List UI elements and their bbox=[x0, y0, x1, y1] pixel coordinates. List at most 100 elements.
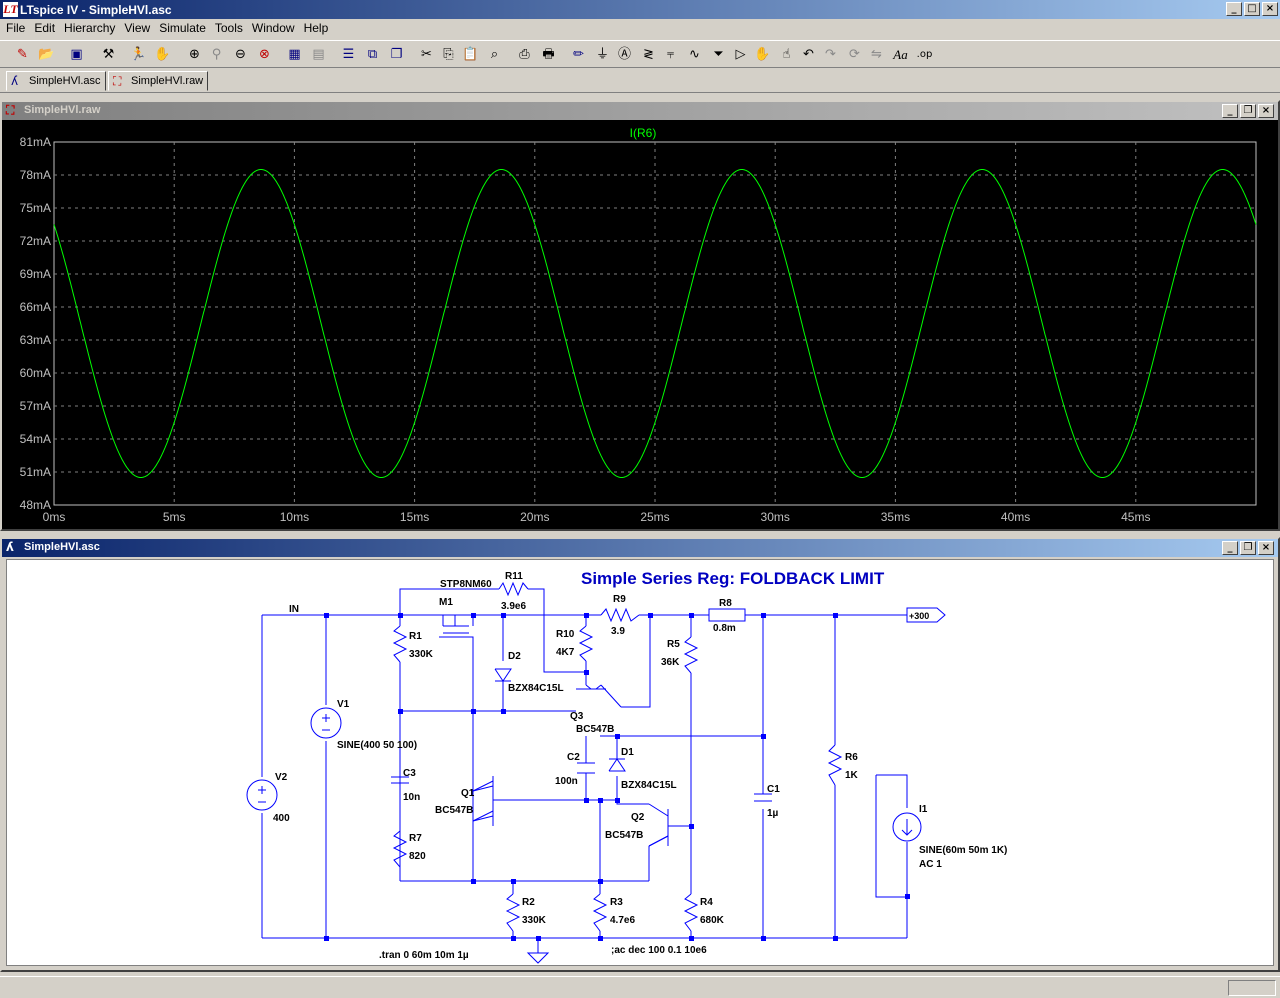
r5-value[interactable]: 36K bbox=[661, 657, 680, 668]
r10-ref[interactable]: R10 bbox=[556, 629, 575, 640]
schematic-close-button[interactable]: × bbox=[1258, 541, 1274, 555]
print-preview-icon[interactable]: ⎙ bbox=[519, 47, 530, 62]
schematic-canvas[interactable]: Simple Series Reg: FOLDBACK LIMIT IN +30… bbox=[6, 559, 1274, 966]
resistor-icon[interactable]: ≷ bbox=[643, 47, 654, 62]
find-icon[interactable]: ⌕ bbox=[490, 47, 499, 62]
manual-limits-icon[interactable]: ▤ bbox=[312, 47, 325, 62]
q3-value[interactable]: BC547B bbox=[576, 724, 614, 735]
schematic-minimize-button[interactable]: _ bbox=[1222, 541, 1238, 555]
drag-icon[interactable]: ☝ bbox=[782, 47, 791, 62]
q3-ref[interactable]: Q3 bbox=[570, 711, 584, 722]
close-button[interactable]: × bbox=[1262, 2, 1278, 16]
mirror-icon[interactable]: ⇋ bbox=[871, 47, 882, 62]
schematic-drawing[interactable]: Simple Series Reg: FOLDBACK LIMIT IN +30… bbox=[7, 560, 1273, 967]
tran-directive[interactable]: .tran 0 60m 10m 1µ bbox=[379, 950, 469, 961]
menu-view[interactable]: View bbox=[124, 21, 151, 35]
r8-value[interactable]: 0.8m bbox=[713, 623, 736, 634]
r4-ref[interactable]: R4 bbox=[700, 897, 713, 908]
i1-ac-value[interactable]: AC 1 bbox=[919, 859, 942, 870]
rotate-icon[interactable]: ⟳ bbox=[849, 47, 860, 62]
ground-icon[interactable]: ⏚ bbox=[595, 47, 609, 62]
d2-value[interactable]: BZX84C15L bbox=[508, 683, 564, 694]
inductor-icon[interactable]: ∿ bbox=[689, 47, 700, 62]
r2-value[interactable]: 330K bbox=[522, 915, 547, 926]
menu-window[interactable]: Window bbox=[251, 21, 295, 35]
waveform-restore-button[interactable]: ❐ bbox=[1240, 104, 1256, 118]
tab-schematic[interactable]: ʎ SimpleHVl.asc bbox=[6, 71, 106, 91]
r10-value[interactable]: 4K7 bbox=[556, 647, 575, 658]
capacitor-icon[interactable]: ⫧ bbox=[666, 47, 675, 62]
c2-ref[interactable]: C2 bbox=[567, 752, 580, 763]
r11-value[interactable]: 3.9e6 bbox=[501, 601, 526, 612]
menu-hierarchy[interactable]: Hierarchy bbox=[64, 21, 116, 35]
menu-help[interactable]: Help bbox=[303, 21, 329, 35]
r9-ref[interactable]: R9 bbox=[613, 594, 626, 605]
net-label-out[interactable]: +300 bbox=[909, 611, 929, 621]
r9-value[interactable]: 3.9 bbox=[611, 626, 625, 637]
i1-value[interactable]: SINE(60m 50m 1K) bbox=[919, 845, 1007, 856]
component-icon[interactable]: ▷ bbox=[735, 47, 746, 62]
c3-ref[interactable]: C3 bbox=[403, 768, 416, 779]
halt-icon[interactable]: ✋ bbox=[154, 47, 171, 62]
menu-simulate[interactable]: Simulate bbox=[159, 21, 206, 35]
schematic-restore-button[interactable]: ❐ bbox=[1240, 541, 1256, 555]
r5-ref[interactable]: R5 bbox=[667, 639, 680, 650]
tab-waveform[interactable]: ⛶ SimpleHVl.raw bbox=[108, 71, 208, 91]
c3-value[interactable]: 10n bbox=[403, 792, 420, 803]
r7-value[interactable]: 820 bbox=[409, 851, 426, 862]
zoom-fit-icon[interactable]: ⊗ bbox=[259, 47, 270, 62]
menu-edit[interactable]: Edit bbox=[34, 21, 56, 35]
menu-tools[interactable]: Tools bbox=[214, 21, 243, 35]
d1-value[interactable]: BZX84C15L bbox=[621, 780, 677, 791]
zoom-out-icon[interactable]: ⊖ bbox=[235, 47, 246, 62]
paste-icon[interactable]: 📋 bbox=[462, 47, 479, 62]
r3-value[interactable]: 4.7e6 bbox=[610, 915, 635, 926]
r2-ref[interactable]: R2 bbox=[522, 897, 535, 908]
tile-horizontal-icon[interactable]: ☰ bbox=[342, 47, 355, 62]
cut-icon[interactable]: ✂ bbox=[421, 47, 432, 62]
menu-file[interactable]: File bbox=[6, 21, 26, 35]
r6-value[interactable]: 1K bbox=[845, 770, 859, 781]
control-panel-icon[interactable]: ⚒ bbox=[102, 47, 115, 62]
c1-ref[interactable]: C1 bbox=[767, 784, 780, 795]
v2-value[interactable]: 400 bbox=[273, 813, 290, 824]
q1-ref[interactable]: Q1 bbox=[461, 788, 475, 799]
copy-icon[interactable]: ⎘ bbox=[443, 47, 454, 62]
spice-directive-icon[interactable]: .op bbox=[916, 49, 933, 60]
minimize-button[interactable]: _ bbox=[1226, 2, 1242, 16]
r7-ref[interactable]: R7 bbox=[409, 833, 422, 844]
open-icon[interactable]: 📂 bbox=[38, 47, 55, 62]
redo-icon[interactable]: ↷ bbox=[825, 47, 836, 62]
v1-value[interactable]: SINE(400 50 100) bbox=[337, 740, 417, 751]
m1-value[interactable]: STP8NM60 bbox=[440, 579, 492, 590]
move-icon[interactable]: ✋ bbox=[754, 47, 771, 62]
c2-value[interactable]: 100n bbox=[555, 776, 578, 787]
new-schematic-icon[interactable]: ✎ bbox=[17, 47, 28, 62]
save-icon[interactable]: ▣ bbox=[70, 47, 83, 62]
q1-value[interactable]: BC547B bbox=[435, 805, 473, 816]
r1-ref[interactable]: R1 bbox=[409, 631, 422, 642]
waveform-minimize-button[interactable]: _ bbox=[1222, 104, 1238, 118]
waveform-chart[interactable]: 81mA78mA75mA72mA69mA66mA63mA60mA57mA54mA… bbox=[2, 120, 1278, 529]
r8-ref[interactable]: R8 bbox=[719, 598, 732, 609]
i1-ref[interactable]: I1 bbox=[919, 804, 928, 815]
diode-icon[interactable]: ⏷ bbox=[713, 47, 724, 62]
m1-ref[interactable]: M1 bbox=[439, 597, 453, 608]
ltspice-app-icon[interactable]: LT bbox=[3, 2, 18, 17]
maximize-button[interactable]: □ bbox=[1244, 2, 1260, 16]
tile-vertical-icon[interactable]: ⧉ bbox=[367, 47, 378, 62]
r3-ref[interactable]: R3 bbox=[610, 897, 623, 908]
text-icon[interactable]: Aa bbox=[893, 47, 908, 62]
v2-ref[interactable]: V2 bbox=[275, 772, 288, 783]
q2-ref[interactable]: Q2 bbox=[631, 812, 645, 823]
zoom-in-icon[interactable]: ⊕ bbox=[189, 47, 200, 62]
autorange-icon[interactable]: ▦ bbox=[288, 47, 301, 62]
label-net-icon[interactable]: Ⓐ bbox=[617, 47, 631, 62]
draw-wire-icon[interactable]: ✏ bbox=[573, 47, 584, 62]
run-icon[interactable]: 🏃 bbox=[130, 47, 147, 62]
r1-value[interactable]: 330K bbox=[409, 649, 434, 660]
v1-ref[interactable]: V1 bbox=[337, 699, 350, 710]
print-icon[interactable]: 🖶 bbox=[542, 47, 555, 62]
r6-ref[interactable]: R6 bbox=[845, 752, 858, 763]
